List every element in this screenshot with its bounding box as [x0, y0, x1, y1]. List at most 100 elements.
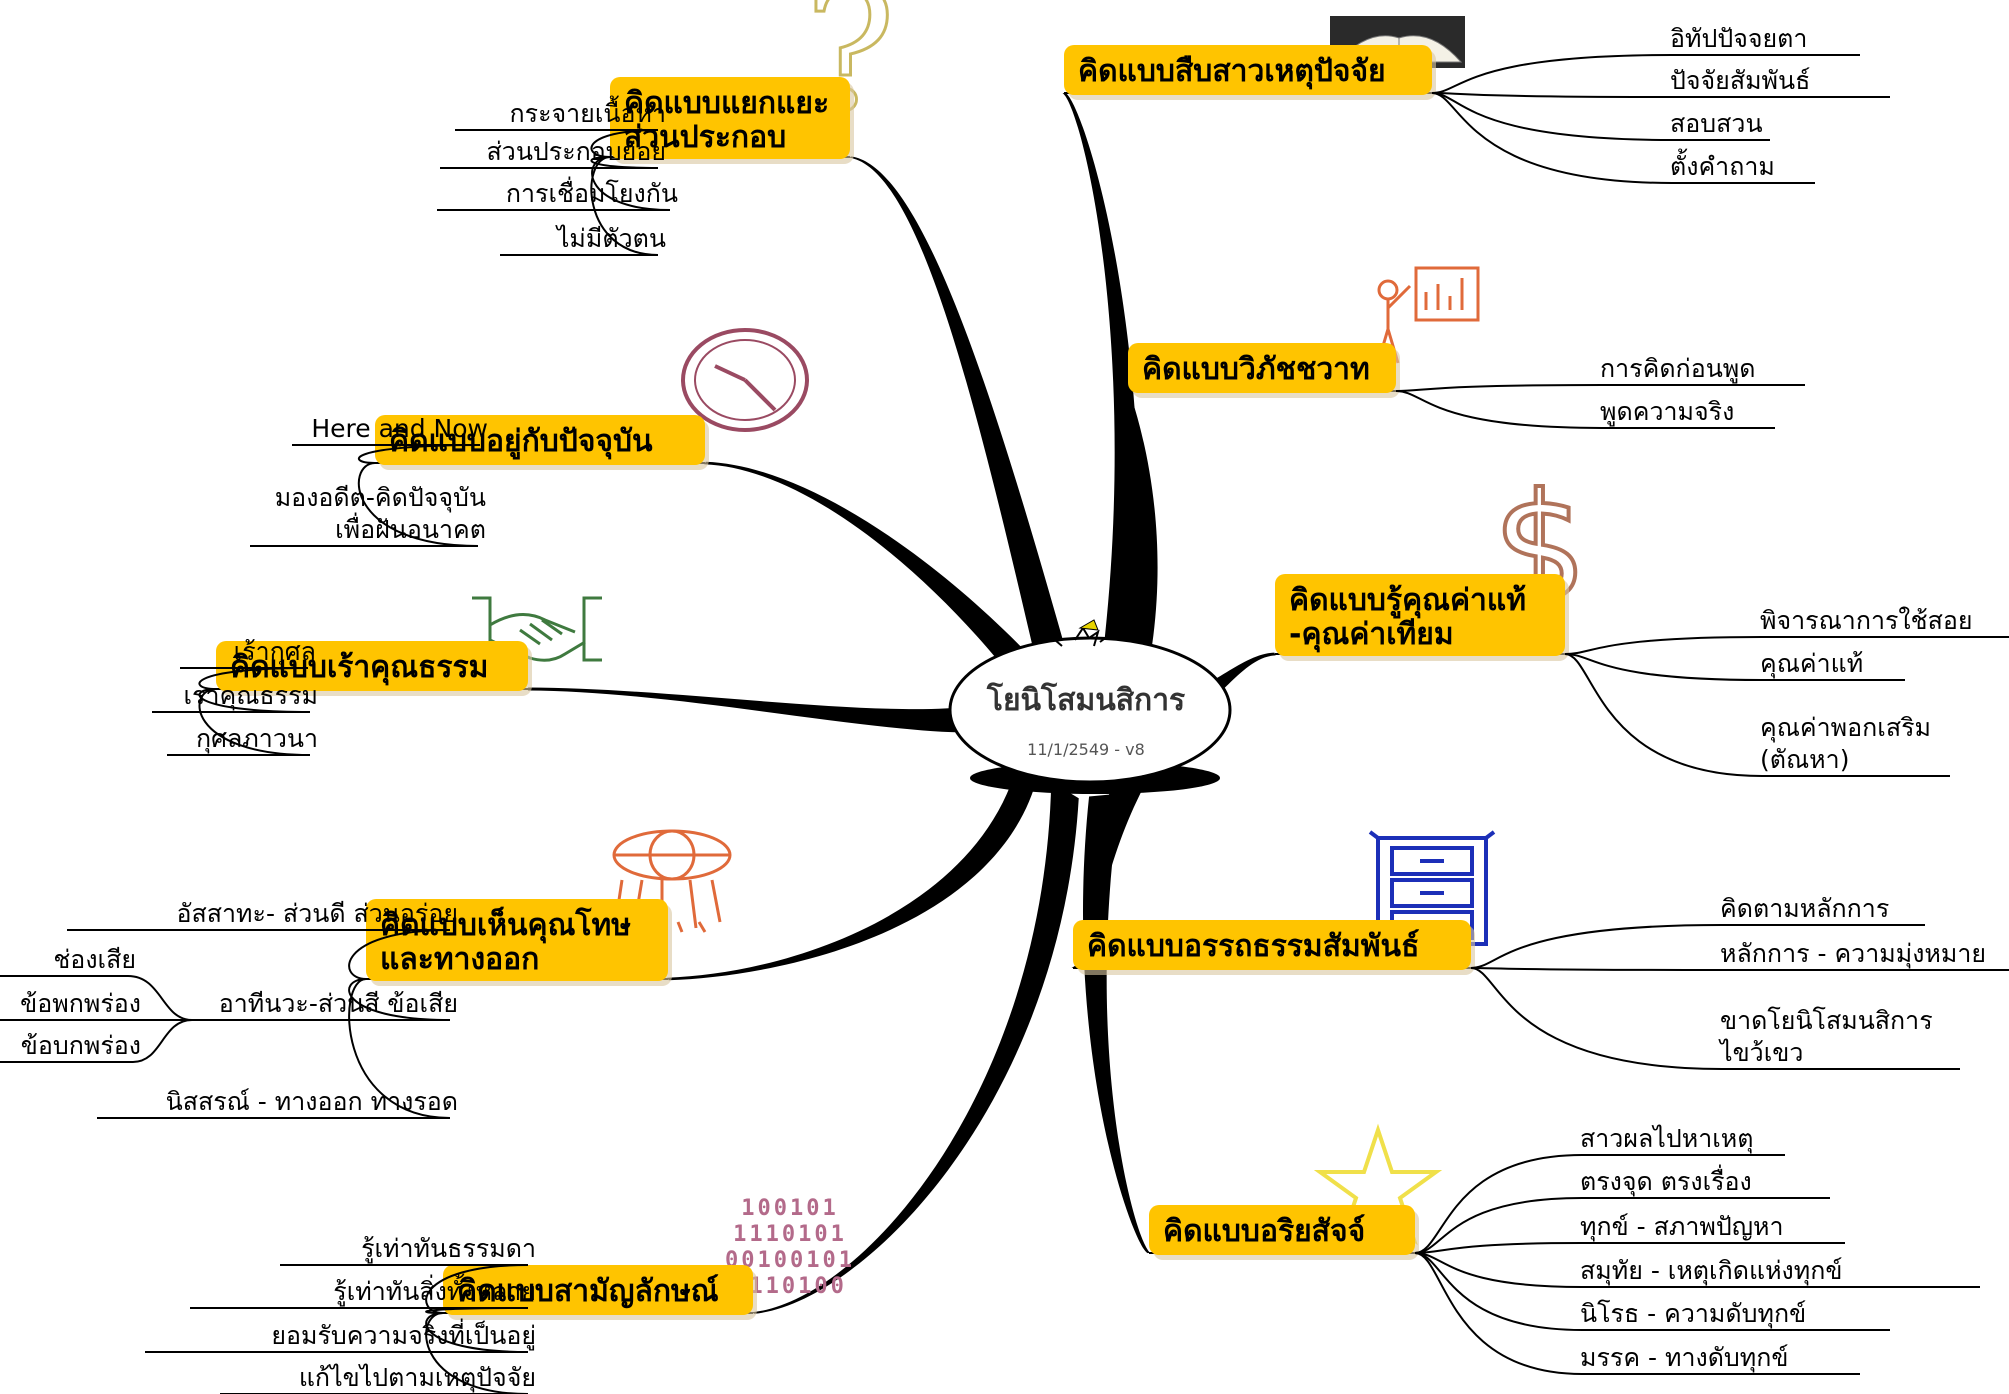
- clock-icon: [681, 328, 809, 432]
- subtopic-truth[interactable]: ทุกข์ - สภาพปัญหา: [1414, 1212, 1845, 1254]
- subtopic-merit-connector: [67, 929, 451, 980]
- branch-vibhajja[interactable]: คิดแบบวิภัชชวาท การคิดก่อนพูดพูดความจริง: [1128, 343, 1805, 429]
- subtopic-value-connector: [1564, 636, 2009, 655]
- subtopic-virtue-connector: [152, 688, 311, 713]
- subtopic-truth[interactable]: สาวผลไปหาเหตุ: [1414, 1124, 1785, 1254]
- subtopic-common-connector: [220, 1312, 529, 1394]
- subtopic-truth[interactable]: ตรงจุด ตรงเรื่อง: [1414, 1164, 1830, 1254]
- subtopic-truth-connector: [1414, 1154, 1785, 1254]
- branch-box: [1149, 1205, 1415, 1255]
- subtopic-virtue[interactable]: กุศลภาวนา: [167, 688, 318, 756]
- subtopic-principle-label: คิดตามหลักการ: [1720, 894, 1889, 923]
- central-topic[interactable]: โยนิโสมนสิการ 11/1/2549 - v8: [948, 619, 1232, 794]
- trunk-truth: [1082, 793, 1415, 1254]
- subtopic-value[interactable]: คุณค่าแท้: [1564, 649, 1905, 681]
- branch-trunks: [216, 92, 1565, 1314]
- subtopic-analyze[interactable]: กระจายเนื้อหา: [455, 95, 666, 158]
- subtopic-virtue[interactable]: เราคุณธรรม: [152, 681, 318, 713]
- branch-box: [366, 899, 668, 981]
- subtopic-child-merit[interactable]: ข้อบกพร่อง: [0, 1019, 193, 1063]
- subtopic-cause[interactable]: ตั้งคำถาม: [1431, 92, 1815, 184]
- subtopic-child-merit-label: ข้อบกพร่อง: [21, 1031, 141, 1060]
- subtopic-cause-label: ตั้งคำถาม: [1670, 148, 1775, 181]
- subtopic-merit-label: อาทีนวะ-ส่วนสี ข้อเสีย: [219, 989, 458, 1018]
- subtopic-present-connector: [250, 462, 479, 547]
- subtopic-cause[interactable]: ปัจจัยสัมพันธ์: [1431, 66, 1890, 98]
- subtopic-value[interactable]: คุณค่าพอกเสริม(ตัณหา): [1564, 653, 1950, 777]
- crack-decoration: [1047, 626, 1117, 647]
- subtopic-child-merit-connector: [0, 1019, 193, 1063]
- subtopic-truth-connector: [1414, 1242, 1845, 1254]
- subtopic-virtue-label: กุศลภาวนา: [196, 724, 318, 754]
- subtopic-value[interactable]: พิจารณาการใช้สอย: [1564, 606, 2009, 655]
- subtopic-cause[interactable]: สอบสวน: [1431, 92, 1770, 141]
- subtopic-truth-label: มรรค - ทางดับทุกข์: [1580, 1343, 1789, 1373]
- subtopic-principle-label: ขาดโยนิโสมนสิการ: [1720, 1006, 1933, 1035]
- branch-common[interactable]: คิดแบบสามัญลักษณ์รู้เท่าทันธรรมดารู้เท่า…: [145, 1234, 757, 1394]
- branch-cause[interactable]: คิดแบบสืบสาวเหตุปัจจัย อิทัปปัจจยตาปัจจัย…: [1064, 24, 1890, 184]
- subtopic-truth[interactable]: สมุทัย - เหตุเกิดแห่งทุกข์: [1414, 1252, 1980, 1288]
- subtopic-merit-label: อัสสาทะ- ส่วนดี ส่วนอร่อย: [176, 899, 458, 928]
- subtopic-cause-label: อิทัปปัจจยตา: [1670, 24, 1807, 53]
- subtopic-value-label: พิจารณาการใช้สอย: [1760, 606, 1973, 635]
- subtopic-common-label: แก้ไขไปตามเหตุปัจจัย: [299, 1363, 536, 1393]
- branch-box: [610, 77, 850, 159]
- subtopic-analyze[interactable]: ส่วนประกอบย่อย: [440, 137, 666, 169]
- subtopic-truth-connector: [1414, 1197, 1830, 1254]
- branch-label: และทางออก: [380, 942, 539, 977]
- subtopic-principle[interactable]: หลักการ - ความมุ่งหมาย: [1470, 939, 2009, 971]
- branch-label: คิดแบบอรรถธรรมสัมพันธ์: [1087, 929, 1419, 964]
- subtopic-cause[interactable]: อิทัปปัจจยตา: [1431, 24, 1860, 94]
- branch-box: [1275, 574, 1565, 656]
- branch-box: [443, 1265, 753, 1315]
- subtopic-virtue[interactable]: เร้ากุศล: [180, 637, 316, 690]
- subtopic-merit[interactable]: อัสสาทะ- ส่วนดี ส่วนอร่อย: [67, 899, 458, 980]
- subtopic-merit[interactable]: นิสสรณ์ - ทางออก ทางรอด: [97, 978, 458, 1119]
- subtopic-child-merit[interactable]: ช่องเสีย: [0, 945, 193, 1021]
- subtopic-present-connector: [292, 444, 481, 464]
- subtopic-value-label: คุณค่าแท้: [1760, 649, 1863, 679]
- subtopic-common[interactable]: ยอมรับความจริงที่เป็นอยู่: [145, 1312, 536, 1353]
- branch-analyze[interactable]: คิดแบบแยกแยะส่วนประกอบกระจายเนื้อหาส่วนป…: [437, 77, 854, 256]
- branch-truth[interactable]: คิดแบบอริยสัจจ์ สาวผลไปหาเหตุตรงจุด ตรงเร…: [1149, 1124, 1980, 1375]
- subtopic-present[interactable]: Here and Now: [292, 414, 488, 464]
- subtopic-principle[interactable]: คิดตามหลักการ: [1470, 894, 1925, 969]
- subtopic-common-label: รู้เท่าทันสิ่งทั้งหลาย: [333, 1273, 536, 1307]
- subtopic-truth[interactable]: นิโรธ - ความดับทุกข์: [1414, 1252, 1890, 1331]
- branch-label: คิดแบบวิภัชชวาท: [1142, 352, 1370, 387]
- subtopic-common[interactable]: แก้ไขไปตามเหตุปัจจัย: [220, 1312, 536, 1394]
- subtopic-vibhajja[interactable]: การคิดก่อนพูด: [1395, 354, 1805, 392]
- branch-principle[interactable]: คิดแบบอรรถธรรมสัมพันธ์ คิดตามหลักการหลักก…: [1073, 894, 2009, 1070]
- branch-value[interactable]: คิดแบบรู้คุณค่าแท้-คุณค่าเทียมพิจารณาการ…: [1275, 574, 2009, 777]
- subtopic-child-merit[interactable]: ข้อพกพร่อง: [0, 989, 192, 1021]
- branch-label: ส่วนประกอบ: [624, 120, 786, 155]
- branch-label: คิดแบบสืบสาวเหตุปัจจัย: [1078, 54, 1386, 90]
- subtopic-vibhajja[interactable]: พูดความจริง: [1395, 390, 1775, 429]
- subtopic-analyze-label: ไม่มีตัวตน: [555, 224, 666, 253]
- subtopic-truth[interactable]: มรรค - ทางดับทุกข์: [1414, 1252, 1860, 1375]
- subtopic-common[interactable]: รู้เท่าทันสิ่งทั้งหลาย: [190, 1273, 536, 1314]
- branch-label: คิดแบบอริยสัจจ์: [1163, 1214, 1365, 1249]
- subtopic-common-connector: [190, 1307, 529, 1314]
- subtopic-present-label: Here and Now: [311, 414, 488, 443]
- branch-virtue[interactable]: คิดแบบเร้าคุณธรรมเร้ากุศลเราคุณธรรมกุศลภ…: [152, 637, 532, 756]
- subtopic-analyze[interactable]: ไม่มีตัวตน: [500, 156, 666, 256]
- subtopic-value-connector: [1564, 653, 1950, 777]
- subtopic-value-connector: [1564, 653, 1905, 681]
- subtopic-present[interactable]: มองอดีต-คิดปัจจุบันเพื่อฝันอนาคต: [250, 462, 486, 547]
- binary-row: 1110101: [733, 1222, 847, 1247]
- subtopic-value-label: คุณค่าพอกเสริม: [1760, 713, 1931, 743]
- branch-box: [1064, 45, 1432, 95]
- subtopic-present-label: เพื่อฝันอนาคต: [335, 512, 486, 544]
- subtopic-cause-connector: [1431, 92, 1770, 141]
- subtopic-virtue-label: เร้ากุศล: [234, 637, 316, 667]
- subtopic-truth-connector: [1414, 1252, 1890, 1331]
- subtopic-present-label: มองอดีต-คิดปัจจุบัน: [275, 483, 486, 513]
- subtopic-virtue-connector: [167, 688, 311, 756]
- subtopic-cause-connector: [1431, 92, 1815, 184]
- subtopic-merit[interactable]: อาทีนวะ-ส่วนสี ข้อเสีย: [192, 978, 458, 1021]
